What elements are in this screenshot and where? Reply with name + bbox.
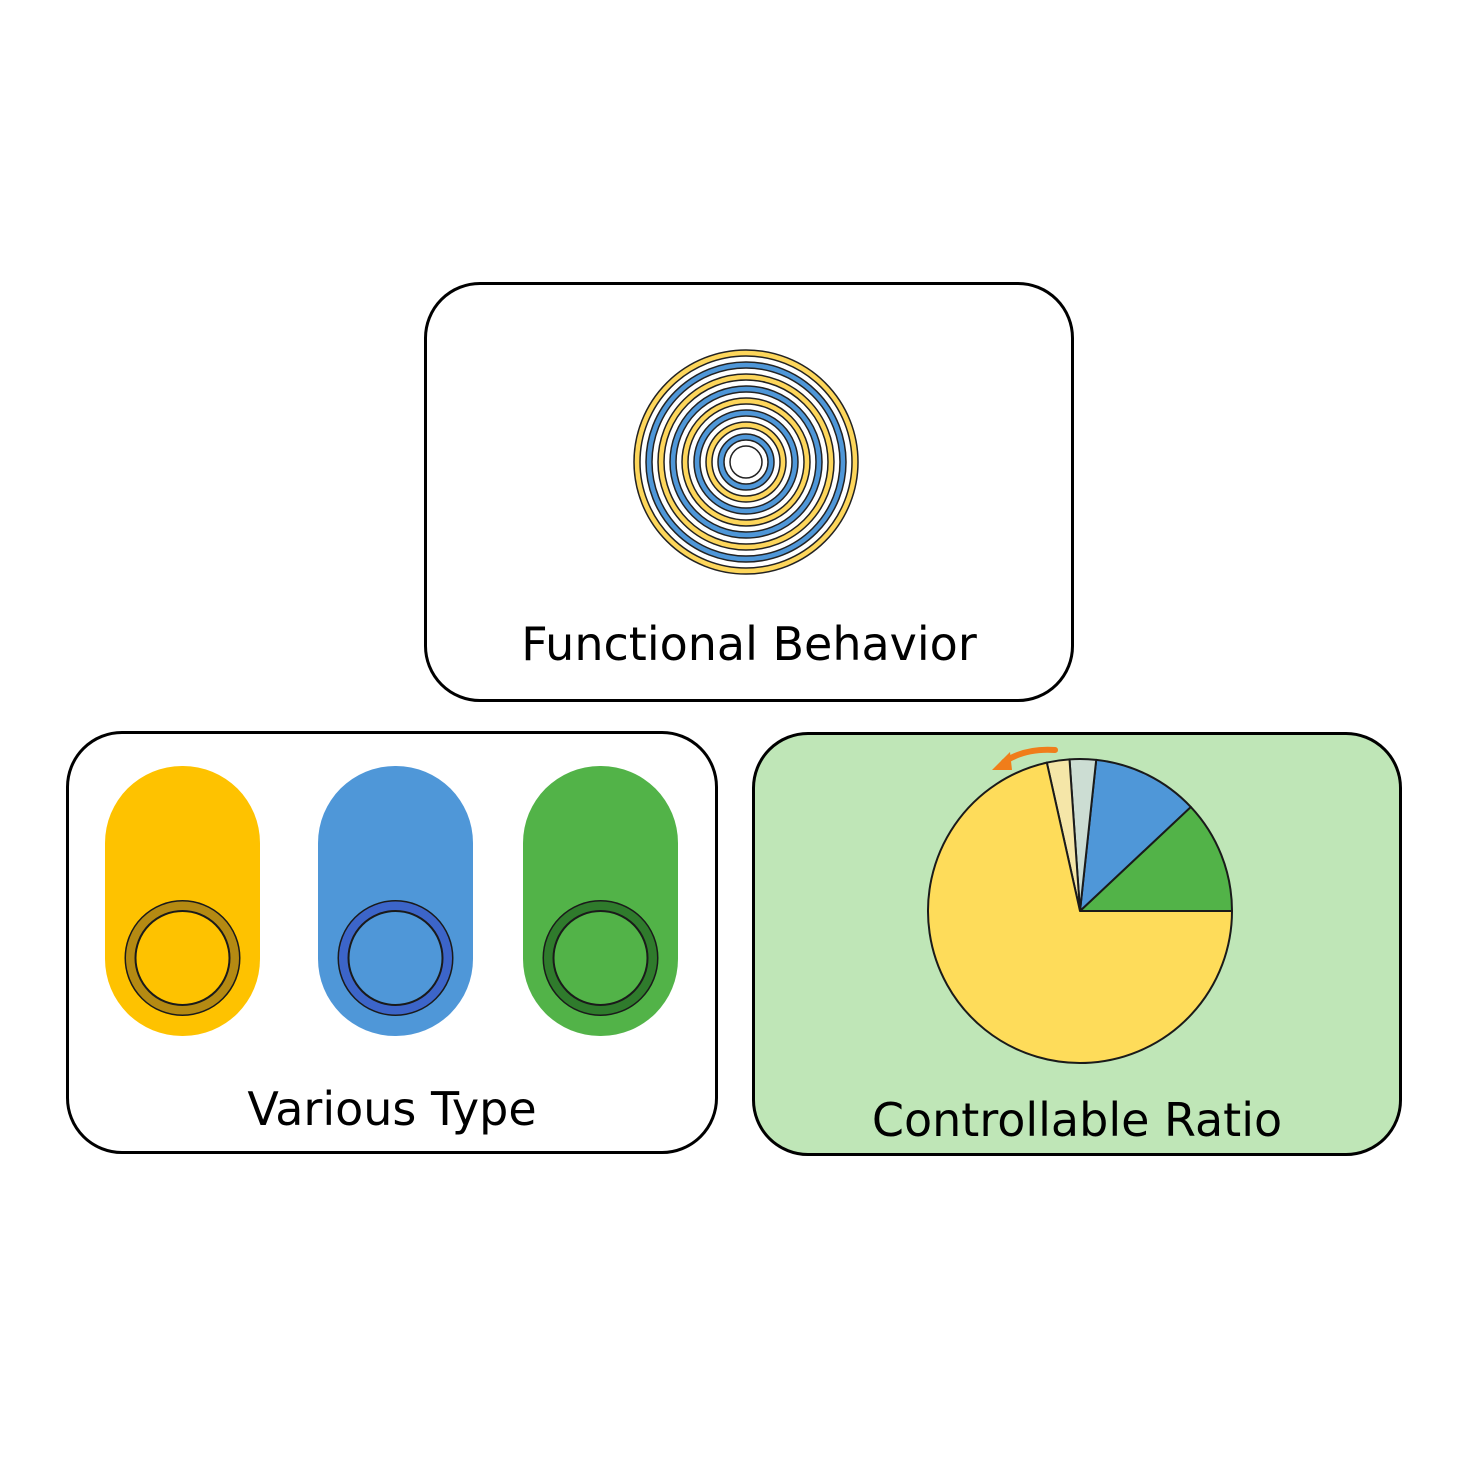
functional-behavior-label: Functional Behavior: [521, 617, 977, 671]
blue-slice: [1079, 758, 1192, 912]
blue-capsule: [318, 766, 473, 1036]
yellow-capsule: [105, 766, 260, 1036]
green-slice: [1079, 805, 1233, 912]
green-capsule: [523, 766, 678, 1036]
various-type-label: Various Type: [247, 1082, 537, 1136]
rotate-arrow-head-icon: [992, 752, 1012, 770]
yellow-slice: [927, 761, 1233, 1064]
controllable-ratio-label: Controllable Ratio: [871, 1093, 1283, 1147]
rotate-arrow-icon: [1001, 746, 1058, 765]
ring-center: [729, 445, 763, 479]
